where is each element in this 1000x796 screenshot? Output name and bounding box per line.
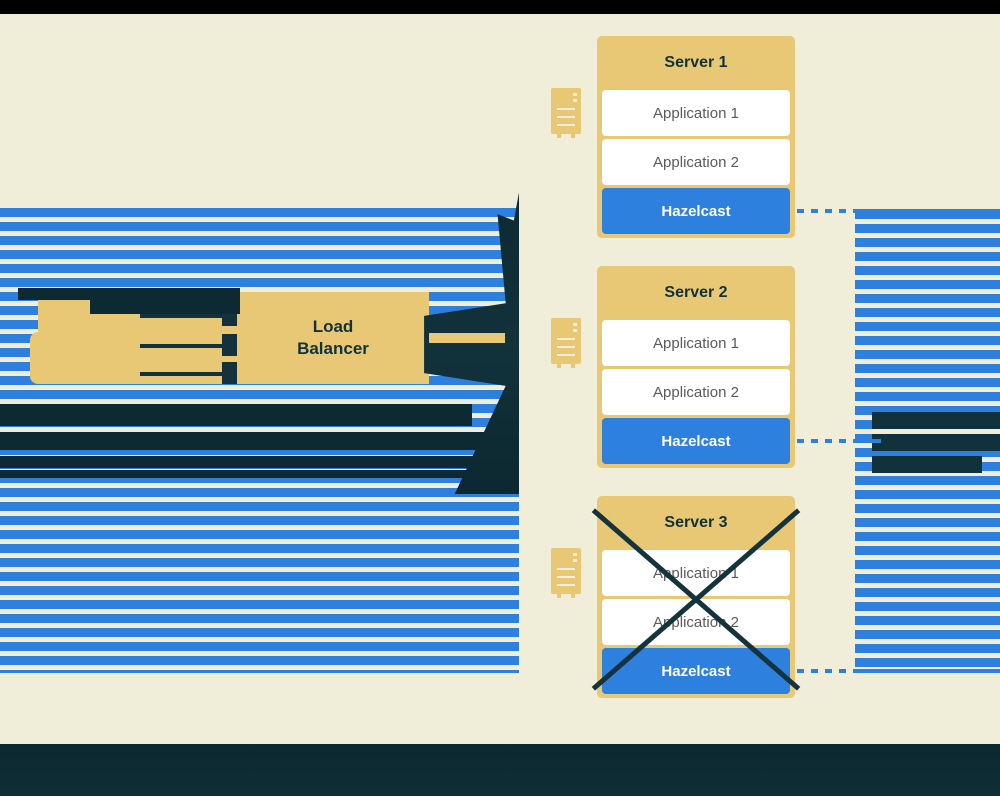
hazelcast-link-dotted-2 <box>797 439 855 443</box>
server-3-application-2[interactable]: Application 2 <box>602 599 790 645</box>
server-1-application-2[interactable]: Application 2 <box>602 139 790 185</box>
server-3-application-1[interactable]: Application 1 <box>602 550 790 596</box>
server-rack-icon-3 <box>551 548 581 598</box>
hazelcast-link-solid-3 <box>853 669 1000 673</box>
client-group-2-overlay <box>30 332 238 384</box>
server-card-2[interactable]: Server 2 Application 1 Application 2 Haz… <box>597 266 795 468</box>
glitch-band-4 <box>0 432 500 450</box>
server-3-hazelcast[interactable]: Hazelcast <box>602 648 790 694</box>
load-balancer-label-line1-b: Load <box>312 317 354 336</box>
server-2-hazelcast[interactable]: Hazelcast <box>602 418 790 464</box>
footer-bar <box>0 744 1000 796</box>
load-balancer-box-overlay: Load Balancer <box>237 292 429 384</box>
server-2-application-1[interactable]: Application 1 <box>602 320 790 366</box>
server-title-3: Server 3 <box>664 514 728 531</box>
server-rack-icon-1 <box>551 88 581 138</box>
load-balancer-label-line2-b: Balancer <box>297 339 369 358</box>
server-2-application-2[interactable]: Application 2 <box>602 369 790 415</box>
client-node-3-overlay <box>222 362 238 384</box>
client-node-2-overlay <box>222 334 238 356</box>
server-title-1: Server 1 <box>664 54 728 71</box>
load-balancer-outbound-node-b <box>505 325 523 349</box>
hazelcast-link-dotted-1 <box>797 209 855 213</box>
glitch-band-2 <box>90 288 240 314</box>
glitch-band-5 <box>0 456 512 468</box>
client-link-1-overlay <box>140 314 240 318</box>
hazelcast-link-dotted-3 <box>797 669 855 673</box>
hazelcast-link-solid-2 <box>853 439 881 443</box>
server-rack-icon-2 <box>551 318 581 368</box>
client-link-3-overlay <box>140 372 240 376</box>
cluster-label-line-2 <box>872 434 1000 451</box>
client-link-2-overlay <box>140 344 240 348</box>
load-balancer-outbound-link-b <box>429 333 521 343</box>
cluster-label-line-1 <box>872 412 1000 429</box>
server-1-application-1[interactable]: Application 1 <box>602 90 790 136</box>
cluster-label-line-3 <box>872 456 982 473</box>
server-card-1[interactable]: Server 1 Application 1 Application 2 Haz… <box>597 36 795 238</box>
server-card-3[interactable]: Server 3 Application 1 Application 2 Haz… <box>597 496 795 698</box>
glitch-band-1 <box>18 288 90 300</box>
hazelcast-link-solid-1 <box>853 209 1000 213</box>
glitch-band-3 <box>0 404 472 426</box>
top-black-bar-right <box>519 0 1000 7</box>
server-1-hazelcast[interactable]: Hazelcast <box>602 188 790 234</box>
glitch-band-6 <box>0 470 518 478</box>
server-title-2: Server 2 <box>664 284 728 301</box>
